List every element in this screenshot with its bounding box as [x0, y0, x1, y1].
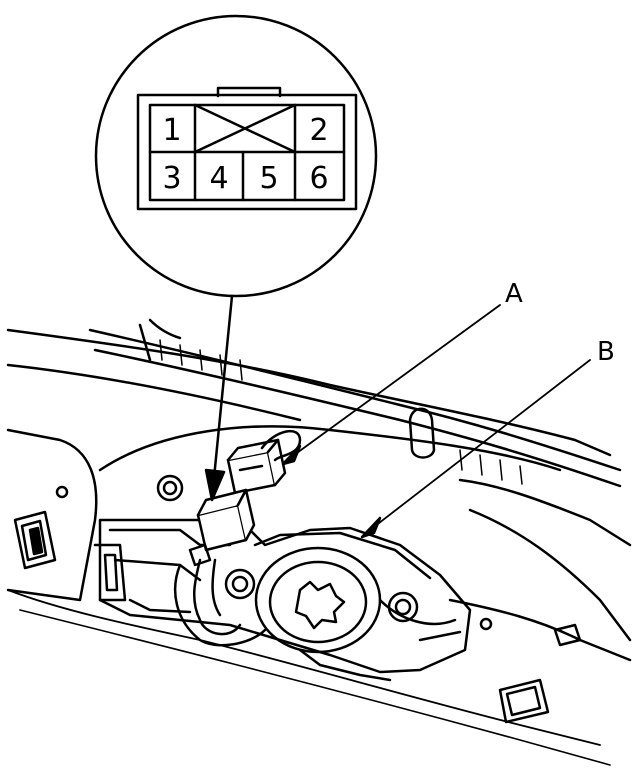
- connector-pin-labels: 1 2 3 4 5 6: [162, 113, 328, 196]
- callout-b-label: B: [597, 337, 615, 367]
- trim-slot-right: [498, 678, 550, 724]
- mounting-holes: [55, 474, 582, 647]
- wire-harness: [88, 318, 622, 488]
- pin-3: 3: [162, 161, 181, 196]
- motor-gear: [254, 546, 382, 654]
- callout-a-label: A: [505, 279, 523, 309]
- connector-main: [173, 488, 267, 647]
- connector-face: [136, 86, 358, 211]
- bolt-right: [387, 591, 419, 623]
- callout-b-leader: [360, 359, 591, 539]
- trim-slot-left: [13, 510, 57, 570]
- pin-5: 5: [259, 161, 278, 196]
- callout-a-leader: [281, 304, 501, 466]
- pin-6: 6: [309, 161, 328, 196]
- pin-1: 1: [162, 113, 181, 148]
- bolt-left: [224, 568, 256, 600]
- pin-4: 4: [209, 161, 228, 196]
- connector-a: [226, 429, 302, 495]
- connector-detail-circle: [94, 14, 378, 502]
- pin-2: 2: [309, 113, 328, 148]
